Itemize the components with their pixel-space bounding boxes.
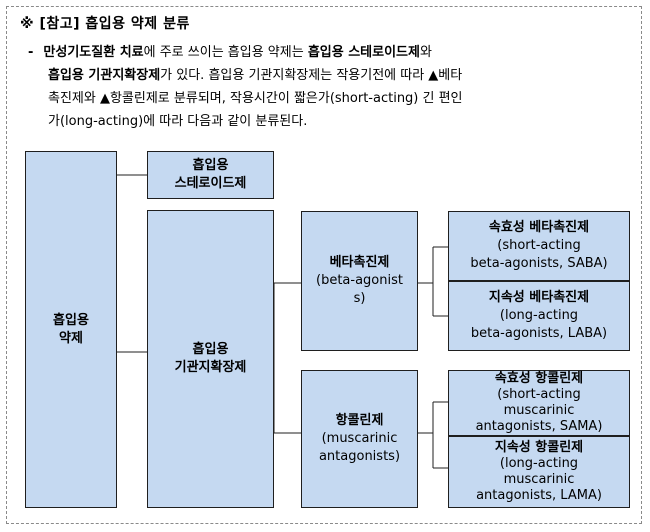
- node-subtitle: (beta-agonist: [316, 273, 403, 288]
- node-inhaled-bronchodilator: 흡입용 기관지확장제: [147, 210, 274, 508]
- node-inhaled-medication: 흡입용 약제: [25, 151, 117, 508]
- node-label: 기관지확장제: [174, 360, 247, 375]
- intro-line-3: 촉진제와 ▲항콜린제로 분류되며, 작용시간이 짧은가(short-acting…: [48, 91, 463, 106]
- node-label: 스테로이드제: [174, 176, 247, 191]
- node-title: 베타촉진제: [329, 255, 390, 270]
- node-title: 항콜린제: [335, 413, 384, 428]
- intro-line-1: -만성기도질환 치료에 주로 쓰이는 흡입용 약제는 흡입용 스테로이드제와: [28, 41, 638, 64]
- node-title: 지속성 항콜린제: [494, 440, 584, 455]
- intro-term-bronchodilator: 흡입용 기관지확장제: [48, 68, 161, 83]
- node-label: 흡입용: [192, 158, 229, 173]
- node-subtitle: (long-acting: [499, 456, 579, 471]
- node-inhaled-steroid: 흡입용 스테로이드제: [147, 151, 274, 199]
- intro-text: 에 주로 쓰이는 흡입용 약제는: [143, 45, 308, 60]
- intro-line-2: 흡입용 기관지확장제가 있다. 흡입용 기관지확장제는 작용기전에 따라 ▲베타: [28, 64, 638, 87]
- node-title: 속효성 베타촉진제: [488, 220, 590, 235]
- node-subtitle: muscarinic: [503, 403, 575, 418]
- node-subtitle: (short-acting: [497, 238, 581, 253]
- intro-term-chronic-airway: 만성기도질환 치료: [43, 45, 144, 60]
- intro-text: 와: [419, 45, 432, 60]
- node-label: 흡입용: [53, 312, 89, 328]
- node-label: 흡입용: [192, 342, 229, 357]
- node-beta-agonists: 베타촉진제 (beta-agonist s): [301, 211, 418, 351]
- node-lama: 지속성 항콜린제 (long-acting muscarinic antagon…: [448, 436, 630, 508]
- node-saba: 속효성 베타촉진제 (short-acting beta-agonists, S…: [448, 211, 630, 281]
- node-subtitle: beta-agonists, SABA): [470, 256, 608, 271]
- intro-paragraph: -만성기도질환 치료에 주로 쓰이는 흡입용 약제는 흡입용 스테로이드제와 흡…: [28, 41, 638, 133]
- node-subtitle: (short-acting: [497, 387, 581, 402]
- node-subtitle: antagonists, LAMA): [476, 488, 602, 503]
- node-subtitle: antagonists, SAMA): [475, 419, 603, 434]
- node-sama: 속효성 항콜린제 (short-acting muscarinic antago…: [448, 370, 630, 436]
- node-label: 약제: [59, 330, 83, 346]
- node-subtitle: (muscarinic: [321, 431, 398, 446]
- node-title: 속효성 항콜린제: [494, 371, 584, 386]
- bullet-dash: -: [28, 45, 34, 60]
- node-title: 지속성 베타촉진제: [488, 290, 590, 305]
- node-subtitle: beta-agonists, LABA): [470, 326, 608, 341]
- node-subtitle: s): [353, 291, 366, 306]
- node-subtitle: antagonists): [318, 449, 401, 464]
- node-laba: 지속성 베타촉진제 (long-acting beta-agonists, LA…: [448, 281, 630, 351]
- node-anticholinergics: 항콜린제 (muscarinic antagonists): [301, 370, 418, 508]
- section-title: ※ [참고] 흡입용 약제 분류: [20, 16, 190, 32]
- content-frame: [6, 6, 642, 524]
- intro-term-inhaled-steroid: 흡입용 스테로이드제: [307, 45, 420, 60]
- intro-line-4: 가(long-acting)에 따라 다음과 같이 분류된다.: [48, 114, 308, 129]
- node-subtitle: muscarinic: [503, 472, 575, 487]
- intro-text: 가 있다. 흡입용 기관지확장제는 작용기전에 따라 ▲베타: [160, 68, 463, 83]
- node-subtitle: (long-acting: [499, 308, 579, 323]
